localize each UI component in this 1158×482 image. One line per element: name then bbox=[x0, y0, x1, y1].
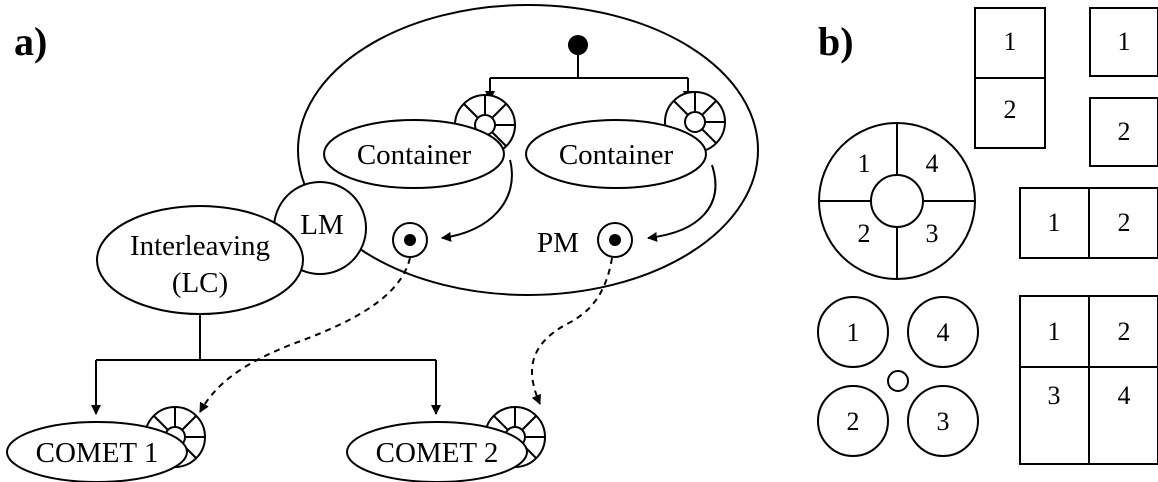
pm-label: PM bbox=[537, 227, 579, 259]
container-2-to-port-arrow bbox=[647, 164, 717, 242]
circle-quadrant-3: 3 bbox=[926, 219, 939, 248]
layout-vertical-pair bbox=[974, 7, 1046, 149]
circle-quadrant-1: 1 bbox=[858, 149, 871, 178]
comet-2 bbox=[346, 421, 528, 482]
small-circle-3-label: 3 bbox=[937, 407, 950, 436]
comet-1 bbox=[6, 421, 188, 482]
container-1-to-port-arrow bbox=[441, 159, 513, 242]
grid-cell-4: 4 bbox=[1118, 381, 1131, 410]
small-circle-1 bbox=[817, 296, 889, 368]
container-2-label: Container bbox=[559, 139, 674, 171]
panel-b-label: b) bbox=[818, 19, 854, 64]
port-1-icon bbox=[392, 222, 428, 258]
separated-pair-box-2 bbox=[1089, 97, 1158, 167]
horizontal-pair-cell-1: 1 bbox=[1048, 208, 1061, 237]
circle-quadrant-2: 2 bbox=[858, 219, 871, 248]
small-circle-3 bbox=[907, 385, 979, 457]
lm-label: LM bbox=[300, 209, 344, 241]
grid-cell-2: 2 bbox=[1118, 317, 1131, 346]
separated-pair-cell-2: 2 bbox=[1118, 117, 1131, 146]
small-center-dot bbox=[887, 370, 909, 392]
separated-pair-box-1 bbox=[1089, 7, 1158, 77]
grid-cell-3: 3 bbox=[1048, 381, 1061, 410]
interleaving-sublabel: (LC) bbox=[172, 267, 228, 299]
small-circle-2 bbox=[817, 385, 889, 457]
port-1-to-comet-1-dashed-arrow bbox=[199, 257, 411, 413]
horizontal-pair-cell-2: 2 bbox=[1118, 208, 1131, 237]
layout-grid-2x2 bbox=[1019, 295, 1158, 465]
separated-pair-cell-1: 1 bbox=[1118, 27, 1131, 56]
container-1-label: Container bbox=[357, 139, 472, 171]
layout-horizontal-pair bbox=[1019, 187, 1158, 259]
small-circle-4 bbox=[907, 296, 979, 368]
small-circle-1-label: 1 bbox=[847, 318, 860, 347]
comet-1-label: COMET 1 bbox=[36, 437, 159, 469]
vertical-pair-cell-2: 2 bbox=[1004, 95, 1017, 124]
interleaving-label: Interleaving bbox=[130, 230, 270, 262]
circle-quadrant-4: 4 bbox=[926, 149, 939, 178]
port-2-icon bbox=[597, 222, 633, 258]
small-circle-2-label: 2 bbox=[847, 407, 860, 436]
pm-boundary-ellipse bbox=[297, 4, 759, 296]
container-2 bbox=[525, 119, 707, 189]
small-circle-4-label: 4 bbox=[937, 318, 950, 347]
port-2-to-comet-2-dashed-arrow bbox=[531, 257, 613, 405]
container-1 bbox=[323, 119, 505, 189]
grid-cell-1: 1 bbox=[1048, 317, 1061, 346]
root-node-dot bbox=[568, 35, 588, 55]
panel-a-label: a) bbox=[14, 19, 47, 64]
comet-2-label: COMET 2 bbox=[376, 437, 499, 469]
layout-circle-quadrants bbox=[818, 122, 976, 280]
vertical-pair-cell-1: 1 bbox=[1004, 27, 1017, 56]
